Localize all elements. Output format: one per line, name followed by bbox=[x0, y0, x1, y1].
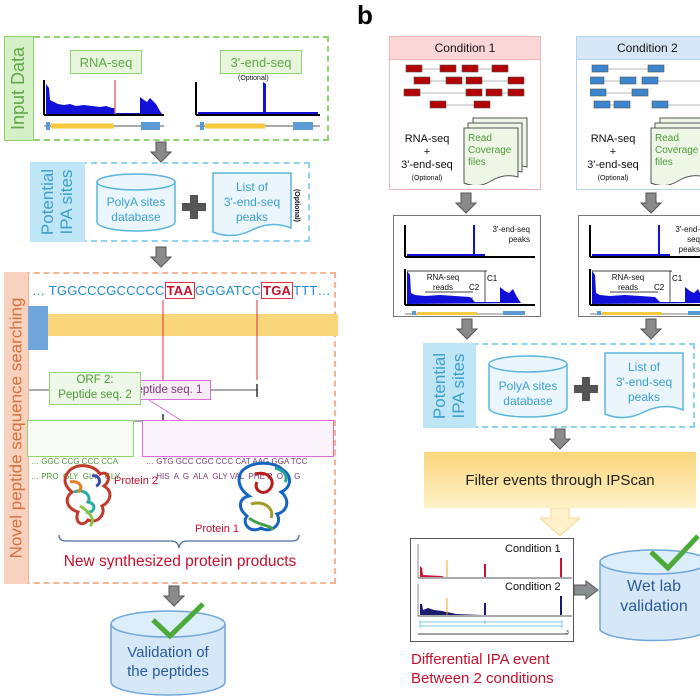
rna-seq-label: RNA-seq bbox=[70, 50, 142, 74]
diff-plot-condition-2-label: Condition 2 bbox=[505, 581, 561, 593]
exon-start bbox=[46, 122, 50, 130]
down-arrow-icon bbox=[456, 318, 478, 340]
down-arrow-icon bbox=[549, 428, 571, 450]
peak-list-optional-note: (Optional) bbox=[293, 188, 301, 222]
protein-1-structure bbox=[237, 461, 291, 532]
exon-end bbox=[141, 122, 160, 130]
down-arrow-icon bbox=[640, 318, 662, 340]
coverage-plot-box-1 bbox=[393, 215, 541, 317]
rna-seq-reads-area bbox=[407, 271, 521, 304]
protein-2-structure bbox=[63, 464, 112, 528]
condition-1-track bbox=[420, 558, 562, 577]
checkmark-icon bbox=[151, 602, 205, 640]
protein-products-brace bbox=[58, 534, 300, 549]
stop-codon-tga: TGA bbox=[261, 282, 294, 299]
novel-peptide-side-label: Novel peptide sequence searching bbox=[4, 272, 29, 584]
diff-plot-condition-1-label: Condition 1 bbox=[505, 543, 561, 555]
c2-label-2: C2 bbox=[654, 283, 665, 292]
c2-label-1: C2 bbox=[469, 283, 480, 292]
down-arrow-icon bbox=[640, 192, 662, 214]
down-arrow-icon bbox=[455, 192, 477, 214]
c1-label-1: C1 bbox=[487, 274, 498, 283]
down-arrow-icon bbox=[150, 141, 172, 163]
input-data-side-label: Input Data bbox=[4, 36, 34, 141]
condition-1-box: Condition 1 bbox=[389, 36, 541, 190]
orf1-translation-box: … GTG GCC CGC CCC CAT AAG GGA TCC… HIS A… bbox=[142, 420, 334, 481]
stop-codon-taa: TAA bbox=[164, 282, 195, 299]
ipscan-filter-step: Filter events through IPScan bbox=[424, 452, 696, 508]
end-seq-coverage-plot bbox=[195, 82, 320, 130]
plus-icon bbox=[182, 195, 206, 219]
condition-2-box: Condition 2 bbox=[576, 36, 700, 190]
exon-block bbox=[28, 306, 48, 350]
condition-1-coverage-files-icon bbox=[463, 117, 528, 185]
rna-seq-coverage-plot bbox=[43, 80, 164, 130]
input-coverage-plots bbox=[43, 80, 320, 130]
right-arrow-icon bbox=[573, 580, 599, 600]
end-seq-peak bbox=[407, 225, 485, 256]
rna-seq-coverage-area bbox=[46, 84, 162, 114]
polya-database-icon bbox=[488, 355, 568, 418]
condition-2-coverage-files-icon bbox=[650, 117, 700, 185]
diff-plot-axis-tick: 3 bbox=[566, 630, 569, 636]
coverage-plot-1 bbox=[404, 225, 535, 315]
retained-intron-bar bbox=[48, 314, 338, 336]
peak-list-document-icon bbox=[604, 352, 684, 419]
down-arrow-icon bbox=[163, 585, 185, 607]
checkmark-icon bbox=[649, 534, 700, 572]
coverage-plot-box-2 bbox=[578, 215, 700, 317]
down-arrow-icon bbox=[150, 246, 172, 268]
condition-2-track bbox=[420, 596, 562, 615]
protein-1-label: Protein 1 bbox=[195, 523, 240, 535]
differential-ipa-plot bbox=[417, 544, 572, 635]
filter-down-arrow-icon bbox=[540, 508, 580, 536]
end-seq-peak bbox=[198, 82, 318, 114]
condition-2-reads bbox=[590, 64, 700, 109]
coverage-plot-2 bbox=[589, 225, 700, 315]
condition-1-input-label: RNA-seq+3'-end-seq(Optional) bbox=[401, 133, 453, 182]
plus-icon bbox=[574, 377, 598, 401]
orf2-label-text: ORF 2:Peptide seq. 2 bbox=[58, 374, 132, 401]
protein-2-label: Protein 2 bbox=[114, 475, 159, 487]
condition-1-title: Condition 1 bbox=[390, 37, 540, 60]
orf2-translation-box: … GGC CCG CCC CCA… PRO GLY GLY GLY bbox=[27, 420, 134, 481]
peak-list-document-icon bbox=[212, 172, 292, 237]
wet-lab-validation-icon bbox=[599, 549, 700, 642]
polya-database-icon bbox=[96, 173, 176, 232]
condition-2-input-label: RNA-seq+3'-end-seq(Optional) bbox=[587, 133, 639, 182]
condition-1-reads bbox=[403, 64, 525, 109]
end-seq-label: 3'-end-seq bbox=[220, 50, 302, 74]
end-seq-optional-note: (Optional) bbox=[238, 75, 269, 82]
peptide-validation-database-icon bbox=[110, 610, 226, 696]
c1-label-2: C1 bbox=[672, 274, 683, 283]
orf2-label bbox=[49, 372, 141, 405]
panel-b-label: b bbox=[357, 0, 373, 30]
protein-products-label: New synthesized protein products bbox=[63, 553, 297, 570]
condition-2-title: Condition 2 bbox=[577, 37, 700, 60]
intron-retained-region bbox=[51, 123, 114, 129]
